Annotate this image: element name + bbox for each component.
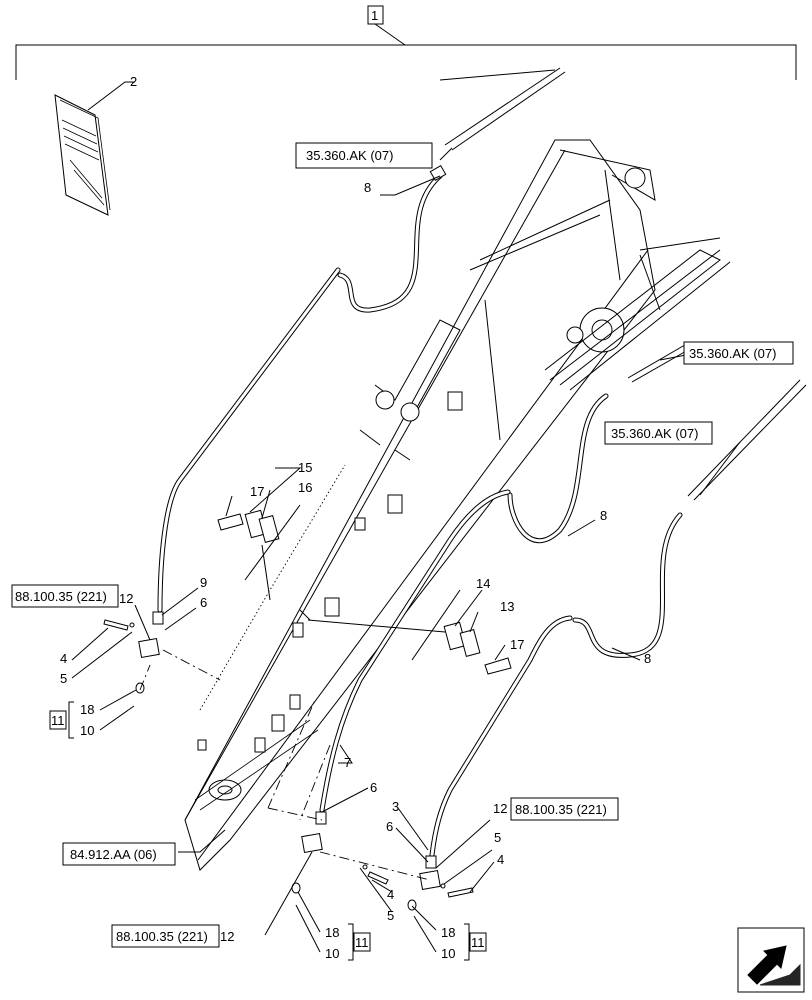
label-8-top[interactable]: 8	[364, 180, 371, 195]
right-lines	[439, 67, 807, 501]
label-5-left[interactable]: 5	[60, 671, 67, 686]
label-10-center[interactable]: 10	[325, 946, 339, 961]
label-17-top[interactable]: 17	[250, 484, 264, 499]
group-label-1[interactable]: 1	[371, 8, 378, 23]
label-5-center[interactable]: 5	[387, 908, 394, 923]
label-4-left[interactable]: 4	[60, 651, 67, 666]
ref-bottom-left[interactable]: 88.100.35 (221)	[116, 929, 208, 944]
group-braces	[49, 701, 487, 961]
ref-boom[interactable]: 84.912.AA (06)	[70, 847, 157, 862]
center-lines	[139, 464, 431, 881]
nav-arrow-icon[interactable]	[737, 927, 805, 993]
label-8-lower[interactable]: 8	[644, 651, 651, 666]
ref-boxes	[11, 142, 794, 948]
label-18-center[interactable]: 18	[325, 925, 339, 940]
label-18-right[interactable]: 18	[441, 925, 455, 940]
label-16[interactable]: 16	[298, 480, 312, 495]
label-12-bottom-left[interactable]: 12	[220, 929, 234, 944]
label-9[interactable]: 9	[200, 575, 207, 590]
label-15[interactable]: 15	[298, 460, 312, 475]
tube-3[interactable]	[429, 615, 573, 858]
label-3[interactable]: 3	[392, 799, 399, 814]
label-6-right[interactable]: 6	[386, 819, 393, 834]
group-bracket	[15, 5, 797, 80]
fitting-center[interactable]	[301, 811, 327, 854]
label-4-center[interactable]: 4	[387, 887, 394, 902]
label-12-right[interactable]: 12	[493, 801, 507, 816]
label-11-center[interactable]: 11	[355, 935, 369, 950]
fitting-left[interactable]	[138, 611, 164, 659]
label-8-middle[interactable]: 8	[600, 508, 607, 523]
clamp-14-13[interactable]	[307, 589, 512, 675]
ref-right-lower[interactable]: 35.360.AK (07)	[611, 426, 698, 441]
ref-left[interactable]: 88.100.35 (221)	[15, 589, 107, 604]
clamp-15-16[interactable]	[217, 504, 301, 601]
ref-right-upper[interactable]: 35.360.AK (07)	[689, 346, 776, 361]
manual-icon[interactable]	[54, 94, 111, 216]
label-2[interactable]: 2	[130, 74, 137, 89]
label-10-right[interactable]: 10	[441, 946, 455, 961]
label-13[interactable]: 13	[500, 599, 514, 614]
tube-9[interactable]	[157, 267, 341, 613]
label-18-left[interactable]: 18	[80, 702, 94, 717]
hose-8-middle[interactable]	[507, 393, 609, 544]
label-11-left[interactable]: 11	[51, 713, 65, 728]
label-4-right[interactable]: 4	[497, 852, 504, 867]
hose-8-top[interactable]	[337, 164, 447, 313]
boom-clips	[197, 391, 463, 753]
hose-8-lower[interactable]	[572, 512, 683, 658]
ref-bottom-right[interactable]: 88.100.35 (221)	[515, 802, 607, 817]
boom-arm	[184, 139, 721, 871]
label-14[interactable]: 14	[476, 576, 490, 591]
label-11-right[interactable]: 11	[471, 935, 485, 950]
label-5-right[interactable]: 5	[494, 830, 501, 845]
label-12-left[interactable]: 12	[119, 591, 133, 606]
fitting-right[interactable]	[419, 855, 441, 891]
tube-7[interactable]	[319, 489, 511, 813]
label-10-left[interactable]: 10	[80, 723, 94, 738]
leader-lines	[71, 147, 741, 953]
ref-top[interactable]: 35.360.AK (07)	[306, 148, 393, 163]
label-7[interactable]: 7	[344, 755, 351, 770]
label-17-bottom[interactable]: 17	[510, 637, 524, 652]
label-6-left[interactable]: 6	[200, 595, 207, 610]
label-6-center[interactable]: 6	[370, 780, 377, 795]
